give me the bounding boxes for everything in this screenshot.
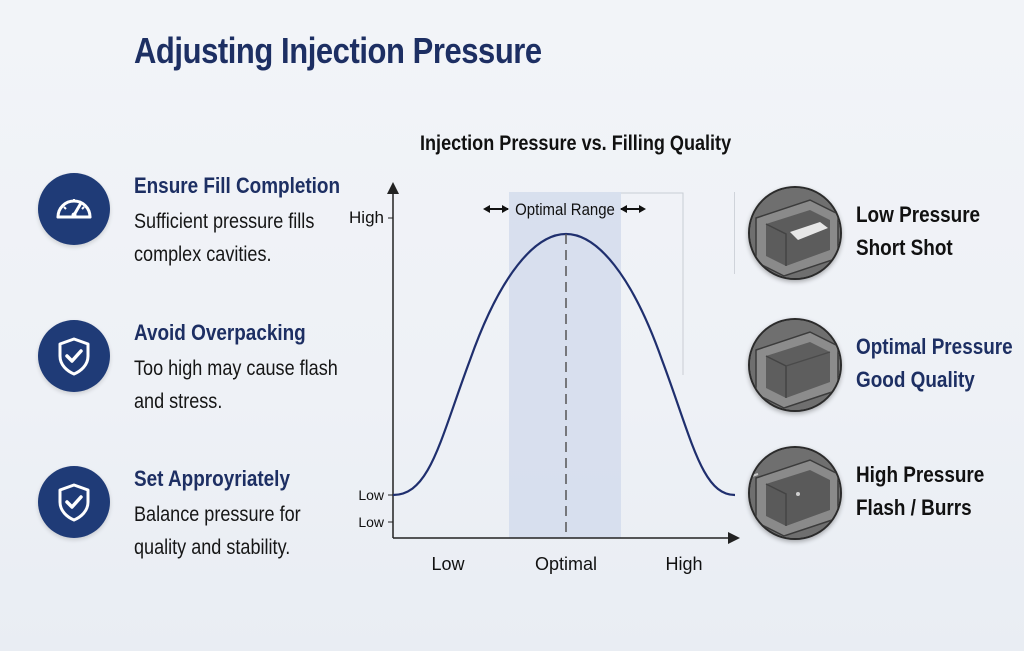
feature-set-appropriately: Set Approyriately Balance pressure for q… bbox=[38, 466, 358, 576]
outcome-condition: Optimal Pressure bbox=[856, 334, 1013, 359]
optimal-range-label: Optimal Range bbox=[515, 201, 615, 219]
y-tick-label: Low bbox=[358, 514, 385, 530]
feature-description: Too high may cause flash and stress. bbox=[134, 357, 338, 413]
gauge-badge bbox=[38, 173, 110, 245]
gauge-icon bbox=[56, 199, 92, 219]
x-tick-label: Optimal bbox=[535, 554, 597, 574]
divider bbox=[734, 192, 735, 274]
shield-badge bbox=[38, 320, 110, 392]
outcome-result: Short Shot bbox=[856, 235, 953, 260]
pressure-quality-chart: Optimal Range High Low Low Low Optimal H… bbox=[349, 182, 740, 574]
outcome-label: Optimal Pressure Good Quality bbox=[856, 330, 1013, 396]
x-tick-label: High bbox=[665, 554, 702, 574]
outcome-label: High Pressure Flash / Burrs bbox=[856, 458, 984, 524]
feature-title: Ensure Fill Completion bbox=[134, 173, 341, 198]
outcome-label: Low Pressure Short Shot bbox=[856, 198, 980, 264]
optimal-range-band bbox=[509, 192, 621, 538]
outcome-condition: High Pressure bbox=[856, 462, 985, 487]
feature-fill-completion: Ensure Fill Completion Sufficient pressu… bbox=[38, 173, 358, 283]
shield-check-icon bbox=[58, 337, 90, 376]
part-thumbnail-good-quality bbox=[748, 318, 842, 412]
part-thumbnail-short-shot bbox=[748, 186, 842, 280]
feature-description: Sufficient pressure fills complex caviti… bbox=[134, 210, 315, 266]
part-thumbnail-flash bbox=[748, 446, 842, 540]
outcome-result: Good Quality bbox=[856, 367, 975, 392]
outcome-condition: Low Pressure bbox=[856, 202, 981, 227]
outcome-high-pressure: High Pressure Flash / Burrs bbox=[748, 446, 1018, 550]
feature-title: Set Approyriately bbox=[134, 466, 290, 491]
y-tick-label: Low bbox=[358, 487, 385, 503]
outcome-optimal-pressure: Optimal Pressure Good Quality bbox=[748, 318, 1018, 422]
outcome-result: Flash / Burrs bbox=[856, 495, 972, 520]
page-title: Adjusting Injection Pressure bbox=[134, 30, 542, 71]
feature-title: Avoid Overpacking bbox=[134, 320, 306, 345]
chart-title: Injection Pressure vs. Filling Quality bbox=[420, 132, 732, 155]
feature-avoid-overpacking: Avoid Overpacking Too high may cause fla… bbox=[38, 320, 358, 430]
optimal-range-arrows bbox=[483, 205, 646, 213]
shield-check-icon bbox=[58, 483, 90, 522]
outcome-low-pressure: Low Pressure Short Shot bbox=[748, 186, 1018, 290]
feature-description: Balance pressure for quality and stabili… bbox=[134, 503, 301, 559]
shield-badge bbox=[38, 466, 110, 538]
y-tick-label: High bbox=[349, 208, 384, 227]
range-bracket bbox=[621, 192, 684, 375]
x-tick-label: Low bbox=[431, 554, 465, 574]
